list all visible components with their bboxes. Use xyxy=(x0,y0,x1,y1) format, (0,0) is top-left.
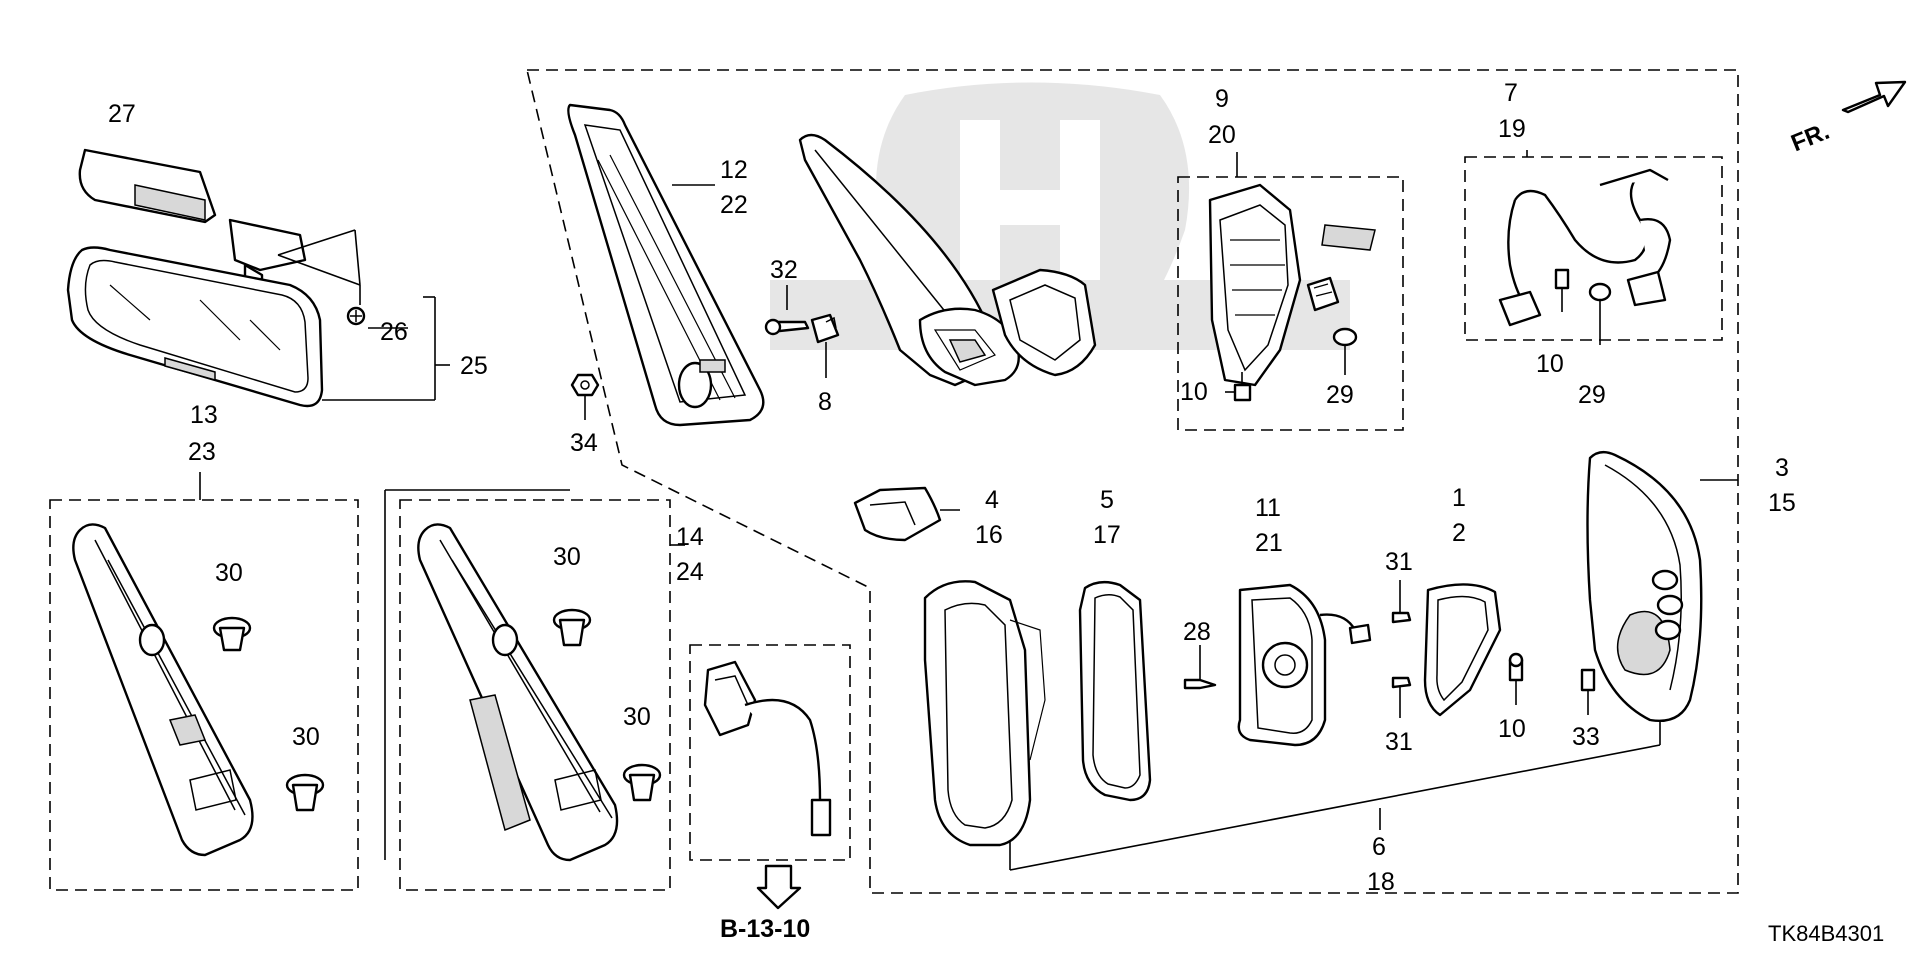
callout-32: 32 xyxy=(770,256,798,284)
callout-12: 12 xyxy=(720,156,748,184)
callout-10-b: 10 xyxy=(1536,350,1564,378)
callout-2: 2 xyxy=(1452,519,1466,547)
callout-11: 11 xyxy=(1255,494,1281,522)
callout-20: 20 xyxy=(1208,121,1236,149)
clip-30-b xyxy=(285,773,325,812)
callout-30-d: 30 xyxy=(623,703,651,731)
callout-23: 23 xyxy=(188,438,216,466)
callout-30-c: 30 xyxy=(553,543,581,571)
callout-22: 22 xyxy=(720,191,748,219)
actuator-box-group xyxy=(1177,152,1404,431)
callout-21: 21 xyxy=(1255,529,1283,557)
harness-box-group xyxy=(1464,150,1723,345)
arrow-right-icon xyxy=(1841,80,1907,114)
clip-30-d xyxy=(622,763,662,802)
callout-26: 26 xyxy=(380,318,408,346)
callout-33: 33 xyxy=(1572,723,1600,751)
callout-30-b: 30 xyxy=(292,723,320,751)
callout-13: 13 xyxy=(190,401,218,429)
callout-34: 34 xyxy=(570,429,598,457)
callout-24: 24 xyxy=(676,558,704,586)
screw-32 xyxy=(764,285,810,336)
callout-31-a: 31 xyxy=(1385,548,1413,576)
callout-1: 1 xyxy=(1452,484,1466,512)
direction-label: FR. xyxy=(1787,118,1833,158)
callout-5: 5 xyxy=(1100,486,1114,514)
callout-31-b: 31 xyxy=(1385,728,1413,756)
nut-34 xyxy=(570,373,600,420)
garnish-box-13 xyxy=(49,472,359,891)
callout-17: 17 xyxy=(1093,521,1121,549)
callout-16: 16 xyxy=(975,521,1003,549)
callout-29-a: 29 xyxy=(1326,381,1354,409)
diagram-code: TK84B4301 xyxy=(1768,921,1884,946)
callout-18: 18 xyxy=(1367,868,1395,896)
front-direction-indicator xyxy=(1841,80,1907,114)
garnish-box-14 xyxy=(384,489,685,891)
callout-4: 4 xyxy=(985,486,999,514)
callout-7: 7 xyxy=(1504,79,1518,107)
mirror-base-cover xyxy=(798,133,1097,542)
callout-9: 9 xyxy=(1215,85,1229,113)
section-reference[interactable]: B-13-10 xyxy=(720,915,810,943)
callout-labels: 27 12 22 32 8 26 25 34 13 23 14 24 30 30… xyxy=(108,79,1796,896)
callout-15: 15 xyxy=(1768,489,1796,517)
callout-25: 25 xyxy=(460,352,488,380)
callout-19: 19 xyxy=(1498,115,1526,143)
callout-30-a: 30 xyxy=(215,559,243,587)
clip-30-a xyxy=(212,616,252,652)
callout-3: 3 xyxy=(1775,454,1789,482)
mirror-internal-group xyxy=(923,580,1661,871)
sensor-box-group xyxy=(689,644,851,910)
callout-27: 27 xyxy=(108,100,136,128)
down-arrow-icon xyxy=(756,864,802,910)
callout-10-a: 10 xyxy=(1180,378,1208,406)
callout-8: 8 xyxy=(818,388,832,416)
clip-8 xyxy=(810,313,840,378)
clip-30-c xyxy=(552,608,592,647)
callout-6: 6 xyxy=(1372,833,1386,861)
garnish-panel-12 xyxy=(567,103,765,427)
callout-28: 28 xyxy=(1183,618,1211,646)
mirror-assembly-boundary xyxy=(525,69,1739,894)
mirror-housing-cover xyxy=(1586,450,1738,722)
callout-29-b: 29 xyxy=(1578,381,1606,409)
callout-10-c: 10 xyxy=(1498,715,1526,743)
rearview-mirror-group xyxy=(66,148,450,408)
callout-14: 14 xyxy=(676,523,704,551)
